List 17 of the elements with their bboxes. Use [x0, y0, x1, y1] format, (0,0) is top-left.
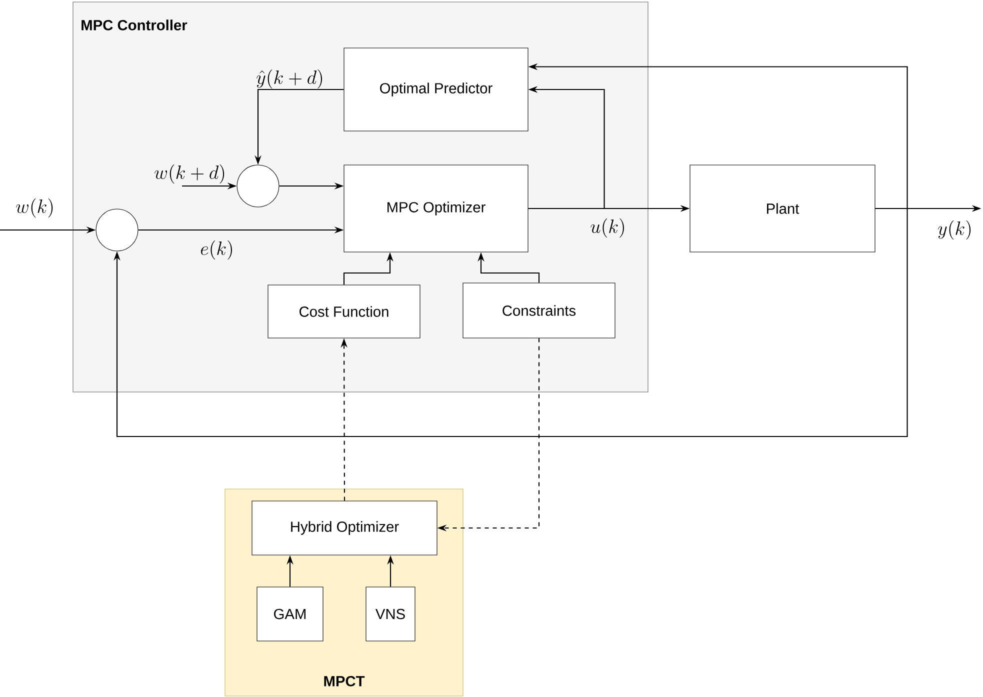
signal-label: $w(k)$ [16, 198, 53, 218]
block-box: Hybrid Optimizer [252, 500, 438, 556]
block-box: Constraints [462, 282, 616, 338]
block-box: Cost Function [268, 284, 420, 338]
signal-label: $\hat{y}(k+d)$ [256, 69, 322, 89]
signal-label: $w(k+d)$ [154, 164, 224, 184]
summing-junction [236, 164, 280, 208]
signal-label: $u(k)$ [590, 218, 624, 238]
block-box: VNS [366, 586, 416, 642]
block-box: GAM [256, 586, 324, 642]
block-box: Optimal Predictor [344, 48, 528, 132]
summing-junction [96, 208, 138, 252]
block-box: Plant [690, 164, 876, 252]
block-box: MPC Optimizer [344, 164, 528, 252]
signal-label: $y(k)$ [938, 220, 971, 240]
arrow [114, 208, 908, 438]
signal-label: $e(k)$ [200, 240, 232, 260]
